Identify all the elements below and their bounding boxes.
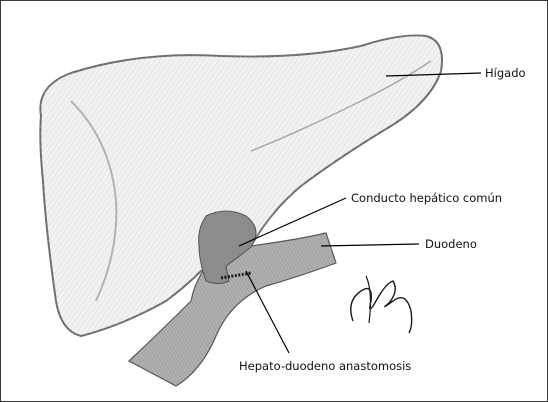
artist-signature-stroke	[366, 276, 370, 323]
label-hepatic-duct: Conducto hepático común	[351, 191, 502, 205]
label-anastomosis: Hepato-duodeno anastomosis	[239, 359, 411, 373]
leader-line-duodenum	[321, 244, 419, 246]
artist-signature	[351, 281, 412, 333]
label-duodenum: Duodeno	[425, 237, 477, 251]
label-liver: Hígado	[485, 66, 526, 80]
